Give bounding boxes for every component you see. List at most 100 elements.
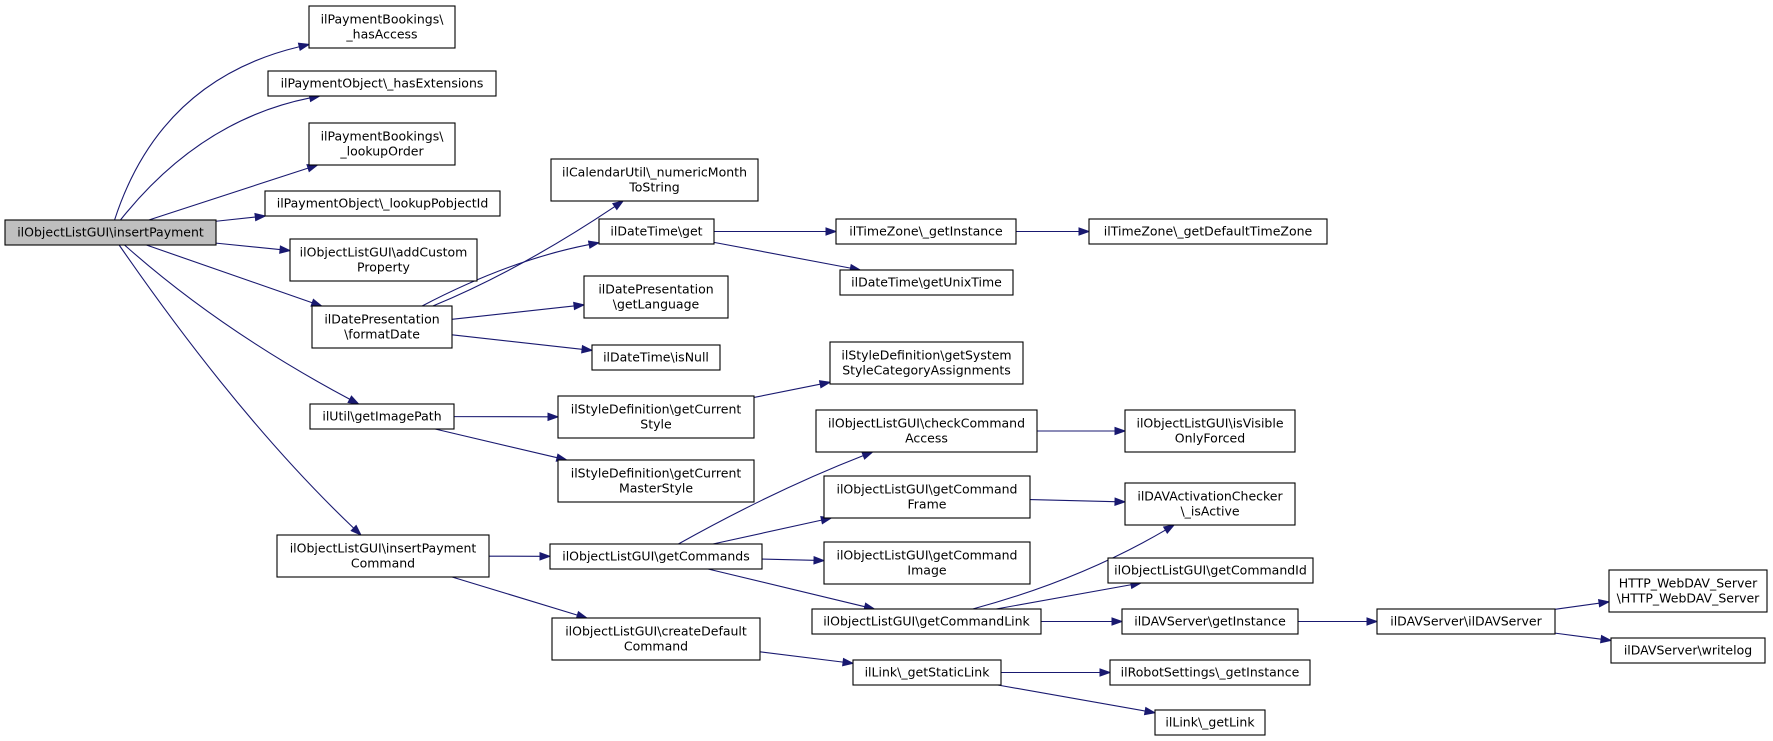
node-httpWebDav[interactable]: HTTP_WebDAV_Server\HTTP_WebDAV_Server (1608, 569, 1768, 613)
edge-arrowhead (547, 412, 560, 422)
node-box (557, 459, 755, 503)
edge-arrowhead (347, 395, 360, 405)
node-box (308, 5, 456, 49)
edge-arrowhead (611, 200, 625, 211)
edge-arrowhead (587, 240, 601, 249)
node-writelog[interactable]: ilDAVServer\writelog (1610, 637, 1766, 664)
edge-arrowhead (1600, 634, 1613, 644)
edge-arrowhead (825, 227, 838, 236)
node-getImagePath[interactable]: ilUtil\getImagePath (309, 403, 455, 430)
node-label: ilStyleDefinition\getCurrent (571, 402, 742, 417)
node-label: ilRobotSettings\_getInstance (1121, 665, 1300, 680)
edge-dt_get-to-dt_getUnixTime (713, 241, 862, 273)
edge-getImagePath-to-getCurrentStyle (453, 412, 560, 422)
node-box (1608, 569, 1768, 613)
edge-getCommands-to-getCommandImage (761, 555, 826, 565)
edge-arrowhead (1114, 426, 1127, 436)
edge-tz_getInstance-to-tz_getDefault (1016, 227, 1091, 236)
node-label: HTTP_WebDAV_Server (1619, 576, 1758, 591)
node-dt_get[interactable]: ilDateTime\get (598, 218, 715, 245)
node-getCommandLink[interactable]: ilObjectListGUI\getCommandLink (811, 608, 1042, 635)
edge-arrowhead (1114, 497, 1127, 506)
node-box (557, 395, 755, 439)
edge-checkCommandAccess-to-isVisibleOnlyForced (1037, 426, 1127, 436)
edge-davGetInstance-to-ilDAVServer (1298, 617, 1379, 626)
edge-line (148, 167, 309, 221)
node-box (583, 275, 729, 319)
node-getSystemStyle[interactable]: ilStyleDefinition\getSystemStyleCategory… (829, 341, 1024, 385)
edge-arrowhead (1366, 617, 1379, 626)
edge-line (421, 244, 590, 307)
node-box (311, 305, 453, 349)
edge-arrowhead (1078, 227, 1091, 236)
node-getCommands[interactable]: ilObjectListGUI\getCommands (549, 543, 763, 570)
edge-arrowhead (1099, 668, 1112, 677)
node-robotGetInstance[interactable]: ilRobotSettings\_getInstance (1109, 659, 1311, 686)
node-po_hasExtensions[interactable]: ilPaymentObject\_hasExtensions (267, 70, 497, 97)
node-label: ilDAVServer\ilDAVServer (1390, 614, 1542, 629)
edge-getStaticLink-to-robotGetInstance (1001, 668, 1112, 677)
node-label: \HTTP_WebDAV_Server (1617, 591, 1761, 606)
edge-line (753, 383, 821, 398)
edge-arrowhead (1598, 599, 1611, 608)
node-insertPayment[interactable]: ilObjectListGUI\insertPayment (4, 219, 217, 246)
node-label: ilObjectListGUI\getCommandId (1114, 563, 1307, 578)
edge-line (678, 455, 864, 545)
node-box (591, 344, 721, 371)
edge-insertPayment-to-po_lookupPobjectId (215, 212, 267, 222)
node-pb_hasAccess[interactable]: ilPaymentBookings\_hasAccess (308, 5, 456, 49)
node-label: ilObjectListGUI\insertPayment (290, 541, 477, 556)
node-box (811, 608, 1042, 635)
edge-getCommands-to-getCommandFrame (712, 516, 833, 545)
node-label: ilStyleDefinition\getCurrent (571, 466, 742, 481)
node-tz_getInstance[interactable]: ilTimeZone\_getInstance (835, 218, 1017, 245)
edge-arrowhead (350, 524, 362, 537)
node-dt_getUnixTime[interactable]: ilDateTime\getUnixTime (839, 269, 1014, 296)
edge-line (146, 244, 313, 304)
edge-getImagePath-to-getCurrentMasterStyle (434, 428, 569, 462)
node-label: ilLink\_getStaticLink (865, 665, 991, 680)
edge-line (997, 684, 1146, 712)
node-dt_isNull[interactable]: ilDateTime\isNull (591, 344, 721, 371)
node-davIsActive[interactable]: ilDAVActivationChecker\_isActive (1124, 482, 1296, 526)
node-getStaticLink[interactable]: ilLink\_getStaticLink (852, 659, 1002, 686)
edge-line (451, 576, 578, 616)
node-davGetInstance[interactable]: ilDAVServer\getInstance (1121, 608, 1299, 635)
node-box (1154, 709, 1266, 736)
node-label: Style (640, 417, 672, 432)
node-label: ToString (628, 180, 679, 195)
node-label: \getLanguage (613, 297, 700, 312)
edge-arrowhead (1162, 524, 1176, 535)
edge-insertPayment-to-addCustomProperty (215, 242, 292, 254)
edge-arrowhead (539, 551, 552, 561)
node-label: ilUtil\getImagePath (322, 409, 441, 424)
node-po_lookupPobjectId[interactable]: ilPaymentObject\_lookupPobjectId (264, 190, 501, 217)
node-box (1107, 557, 1314, 584)
node-pb_lookupOrder[interactable]: ilPaymentBookings\_lookupOrder (308, 122, 456, 166)
node-formatDate[interactable]: ilDatePresentation\formatDate (311, 305, 453, 349)
edge-formatDate-to-dt_get (421, 240, 601, 307)
node-getLink[interactable]: ilLink\_getLink (1154, 709, 1266, 736)
node-getLanguage[interactable]: ilDatePresentation\getLanguage (583, 275, 729, 319)
edge-line (215, 216, 256, 222)
node-box (1124, 409, 1296, 453)
node-box (823, 541, 1031, 585)
node-ilDAVServer[interactable]: ilDAVServer\ilDAVServer (1376, 608, 1556, 635)
node-label: MasterStyle (619, 481, 693, 496)
node-tz_getDefault[interactable]: ilTimeZone\_getDefaultTimeZone (1088, 218, 1328, 245)
node-layer: ilObjectListGUI\insertPayment ilPaymentBo… (4, 5, 1768, 736)
node-box (289, 238, 478, 282)
edge-line (120, 97, 310, 221)
node-label: ilDAVServer\getInstance (1134, 614, 1286, 629)
node-getCommandId[interactable]: ilObjectListGUI\getCommandId (1107, 557, 1314, 584)
